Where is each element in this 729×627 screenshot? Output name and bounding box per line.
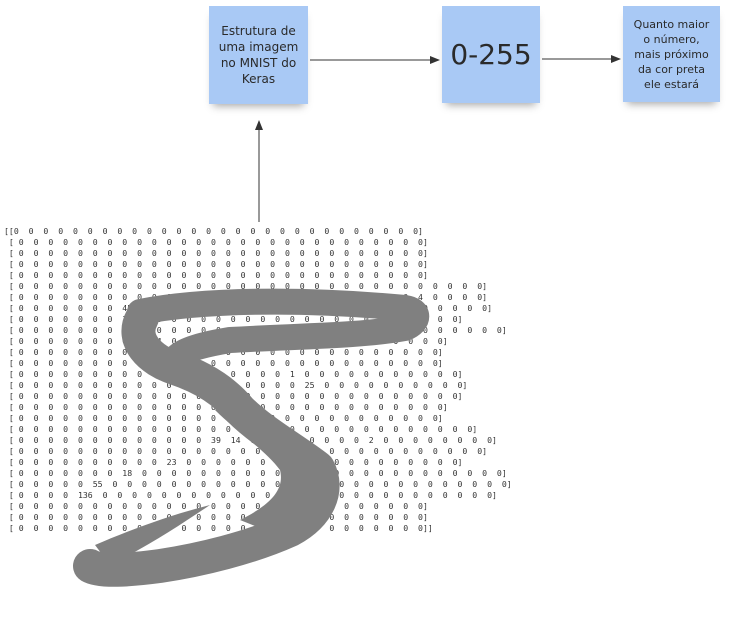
- matrix-row: [ 0 0 0 0 0 0 0 18 0 0 0 0 0 0 0 0 0 0 0…: [4, 314, 463, 324]
- matrix-row: [ 0 0 0 0 0 0 0 0 0 0 0 0 0 39 14 0 0 0 …: [4, 435, 497, 445]
- note-mnist-structure: Estrutura de uma imagem no MNIST do Kera…: [209, 6, 308, 104]
- matrix-row: [ 0 0 0 0 0 0 0 0 0 0 0 0 0 0 0 0 0 0 0 …: [4, 237, 428, 247]
- matrix-row: [ 0 0 0 0 0 0 0 0 0 0 0 0 0 0 0 0 0 0 0 …: [4, 281, 488, 291]
- matrix-row: [ 0 0 0 0 0 0 0 0 0 0 0 0 0 0 0 0 0 0 0 …: [4, 501, 428, 511]
- matrix-row: [ 0 0 0 0 0 0 0 0 0 0 0 0 0 0 0 0 0 0 0 …: [4, 446, 488, 456]
- matrix-row: [ 0 0 0 0 136 0 0 0 0 0 0 0 0 0 0 0 0 0 …: [4, 490, 497, 500]
- matrix-row: [ 0 0 0 0 0 0 0 0 0 0 0 0 0 0 0 0 0 0 0 …: [4, 292, 488, 302]
- matrix-row: [ 0 0 0 0 0 0 0 0 0 0 1 0 0 0 0 0 0 0 0 …: [4, 358, 443, 368]
- matrix-row: [ 0 0 0 0 0 0 0 0 0 0 23 0 0 0 0 0 0 0 0…: [4, 457, 463, 467]
- matrix-row: [ 0 0 0 0 0 0 0 0 0 0 0 0 0 0 0 0 0 0 0 …: [4, 248, 428, 258]
- matrix-row: [ 0 0 0 0 0 0 0 0 0 0 0 0 0 0 0 16 0 0 0…: [4, 402, 448, 412]
- matrix-row: [ 0 0 0 0 0 0 0 0 80 0 0 0 0 0 0 0 205 1…: [4, 325, 507, 335]
- pixel-matrix: [[0 0 0 0 0 0 0 0 0 0 0 0 0 0 0 0 0 0 0 …: [4, 226, 512, 534]
- matrix-row: [ 0 0 0 0 0 55 0 0 0 0 0 0 0 0 0 0 0 0 1…: [4, 479, 512, 489]
- matrix-row: [ 0 0 0 0 0 0 0 0 0 0 0 0 81 0 0 0 0 0 0…: [4, 380, 468, 390]
- matrix-row: [ 0 0 0 0 0 0 0 45 0 0 0 0 0 0 0 0 0 0 0…: [4, 303, 492, 313]
- matrix-row: [[0 0 0 0 0 0 0 0 0 0 0 0 0 0 0 0 0 0 0 …: [4, 226, 423, 236]
- note-pixel-range: 0-255: [442, 6, 540, 103]
- matrix-row: [ 0 0 0 0 0 0 0 0 0 14 0 0 0 0 0 0 0 0 0…: [4, 336, 448, 346]
- matrix-row: [ 0 0 0 0 0 0 0 0 0 0 0 0 0 0 0 0 0 0 0 …: [4, 347, 443, 357]
- matrix-row: [ 0 0 0 0 0 0 0 0 0 0 0 35 0 0 0 0 0 0 1…: [4, 369, 463, 379]
- note-description-text: Quanto maior o número, mais próximo da c…: [633, 17, 710, 91]
- note-mnist-structure-text: Estrutura de uma imagem no MNIST do Kera…: [218, 24, 299, 86]
- matrix-row: [ 0 0 0 0 0 0 0 18 0 0 0 0 0 0 0 0 0 0 0…: [4, 468, 507, 478]
- note-pixel-range-text: 0-255: [450, 38, 532, 71]
- matrix-row: [ 0 0 0 0 0 0 0 0 0 0 0 0 0 0 0 0 0 0 0 …: [4, 259, 428, 269]
- note-description: Quanto maior o número, mais próximo da c…: [623, 6, 720, 102]
- matrix-row: [ 0 0 0 0 0 0 0 0 0 0 0 0 0 0 0 0 0 0 0 …: [4, 523, 433, 533]
- matrix-row: [ 0 0 0 0 0 0 0 0 0 0 0 0 0 0 0 0 0 0 0 …: [4, 512, 428, 522]
- matrix-row: [ 0 0 0 0 0 0 0 0 0 0 0 0 0 0 0 0 0 0 0 …: [4, 270, 428, 280]
- matrix-row: [ 0 0 0 0 0 0 0 0 0 0 0 0 0 0 45 0 0 0 0…: [4, 391, 463, 401]
- matrix-row: [ 0 0 0 0 0 0 0 0 0 0 0 0 0 0 0 46 0 0 0…: [4, 424, 478, 434]
- matrix-row: [ 0 0 0 0 0 0 0 0 0 0 0 0 0 0 0 0 0 0 0 …: [4, 413, 443, 423]
